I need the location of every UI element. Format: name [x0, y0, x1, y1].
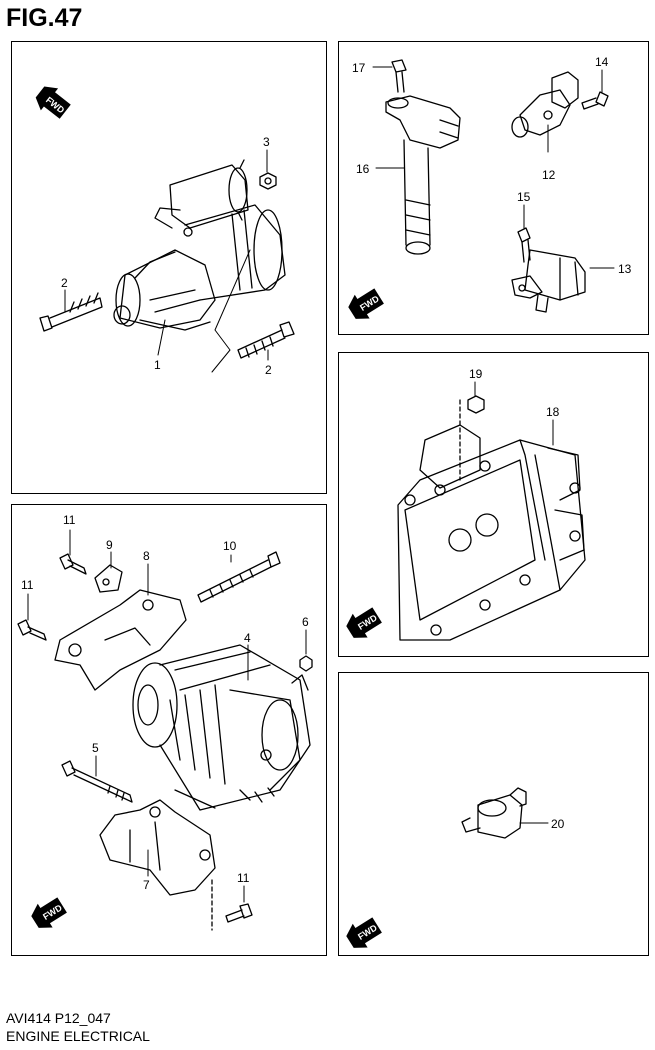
callout-8: 8 [143, 549, 150, 563]
callout-5: 5 [92, 741, 99, 755]
callout-13: 13 [618, 262, 632, 276]
leader-lines [27, 66, 615, 903]
callout-1: 1 [154, 358, 161, 372]
fwd-arrow-alternator: FWD [27, 893, 70, 934]
pressure-switch-drawing [461, 787, 527, 839]
callout-2b: 2 [265, 363, 272, 377]
ecm-drawing [397, 395, 586, 641]
cam-sensor-drawing [511, 71, 609, 138]
alternator-drawing [17, 551, 313, 931]
callout-9: 9 [106, 538, 113, 552]
footer-code: AVI414 P12_047 [6, 1010, 111, 1026]
callout-12: 12 [542, 168, 556, 182]
pressure-switch-panel [338, 672, 649, 956]
callout-14: 14 [595, 55, 609, 69]
callout-4: 4 [244, 631, 251, 645]
callout-11b: 11 [21, 578, 34, 592]
callout-11c: 11 [237, 871, 250, 885]
ecm-panel [338, 352, 649, 657]
starter-motor-drawing [39, 159, 295, 373]
figure-title: FIG.47 [6, 4, 83, 32]
callout-labels: 1 2 2 3 4 5 6 7 8 9 10 11 11 11 12 13 14… [21, 55, 632, 892]
alternator-panel [11, 504, 327, 956]
callout-10: 10 [223, 539, 237, 553]
callout-7: 7 [143, 878, 150, 892]
callout-15: 15 [517, 190, 531, 204]
starter-panel [11, 41, 327, 494]
callout-20: 20 [551, 817, 565, 831]
callout-16: 16 [356, 162, 370, 176]
callout-19: 19 [469, 367, 483, 381]
fwd-arrow-ignition: FWD [344, 284, 387, 325]
callout-6: 6 [302, 615, 309, 629]
map-sensor-drawing [511, 227, 586, 313]
callout-11a: 11 [63, 513, 76, 527]
fwd-arrow-ecm: FWD [342, 603, 385, 644]
fwd-arrow-switch: FWD [342, 913, 385, 954]
callout-18: 18 [546, 405, 560, 419]
fwd-arrow-starter: FWD [31, 80, 74, 123]
ignition-coil-drawing [385, 59, 461, 255]
ignition-sensor-panel [338, 41, 649, 335]
callout-3: 3 [263, 135, 270, 149]
footer-section: ENGINE ELECTRICAL [6, 1028, 150, 1044]
callout-17: 17 [352, 61, 366, 75]
callout-2a: 2 [61, 276, 68, 290]
